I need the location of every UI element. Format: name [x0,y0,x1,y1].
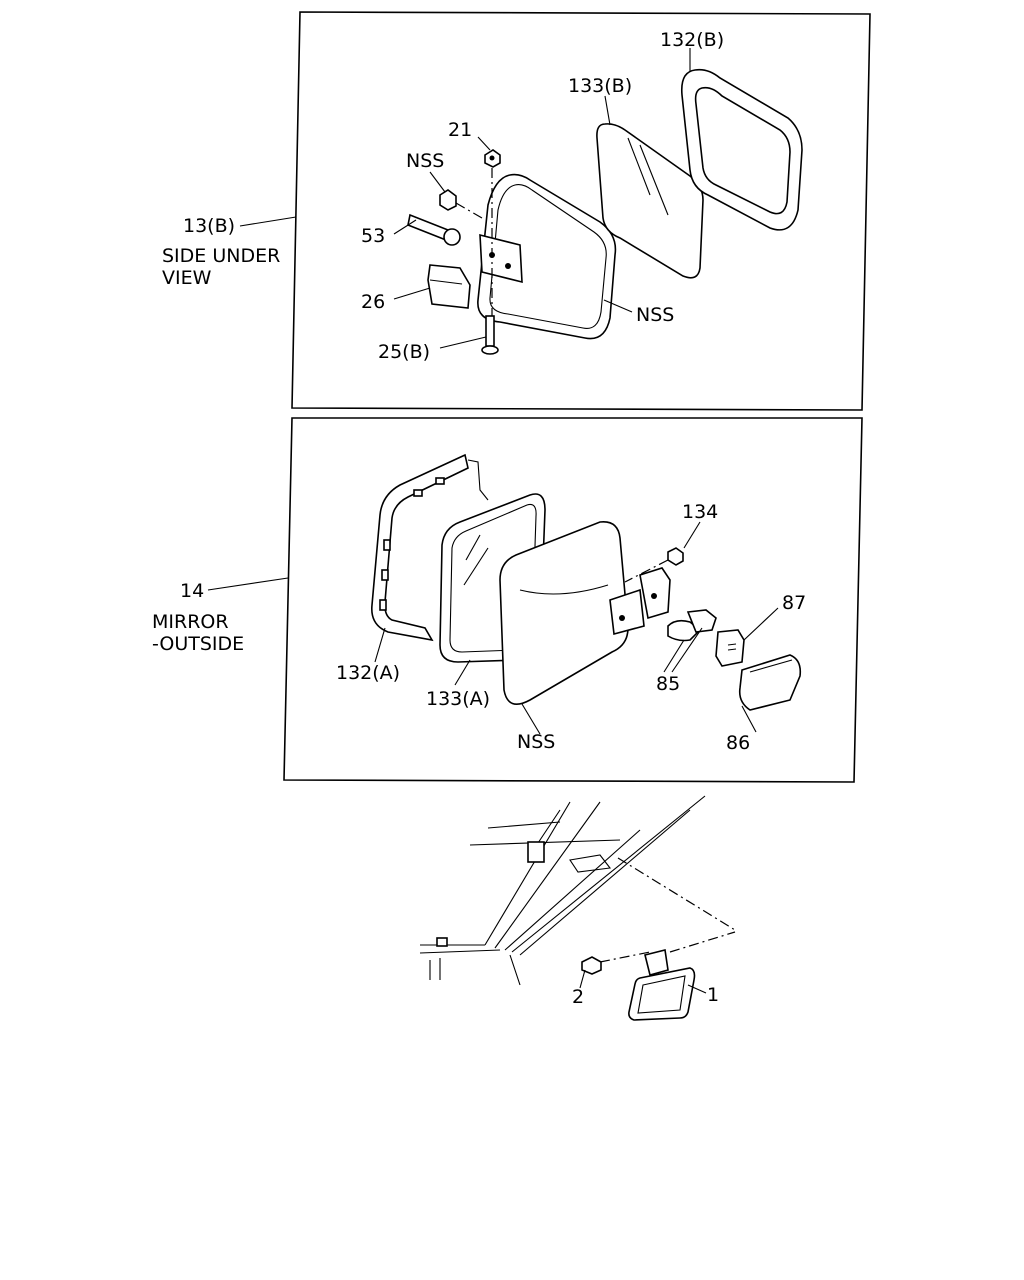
label-133a: 133(A) [426,688,490,710]
label-132b: 132(B) [660,29,724,51]
label-134: 134 [682,501,718,523]
label-133b: 133(B) [568,75,632,97]
caption-side-under: SIDE UNDER [162,245,280,267]
leaders-b [239,48,691,349]
label-14: 14 [180,580,204,602]
label-26: 26 [361,291,385,313]
mirror-housing-b [477,173,617,340]
cab-structure [419,795,706,986]
label-13b: 13(B) [183,215,235,237]
panel-a-frame [283,417,863,783]
screw-nss [439,189,483,219]
label-87: 87 [782,592,806,614]
mirror-housing-a [499,521,629,706]
caption-view: VIEW [162,267,212,289]
label-25b: 25(B) [378,341,430,363]
caption-outside: -OUTSIDE [152,633,244,655]
mirror-frame-132a [371,453,489,642]
panel-side-under-view: 13(B) SIDE UNDER VIEW 21 NSS 53 26 25(B)… [162,11,871,411]
mirror-frame-132b [680,68,803,231]
mirror-hinge-a [609,567,671,636]
pin-53 [407,213,461,246]
screw-134 [624,547,684,583]
label-nss-housing: NSS [636,304,674,326]
label-85: 85 [656,673,680,695]
mirror-bracket-b [479,233,523,284]
bolt-25b [481,315,499,355]
panel-mirror-outside: 14 MIRROR -OUTSIDE 134 87 85 86 132(A) 1… [152,417,863,783]
cap-86 [738,654,802,711]
leaders-a [207,521,779,735]
rearview-mirror-1 [628,949,696,1021]
mirror-glass-133b [596,123,704,279]
label-nss-housing-a: NSS [517,731,555,753]
label-21: 21 [448,119,472,141]
label-86: 86 [726,732,750,754]
caption-mirror: MIRROR [152,611,229,633]
screw-2 [581,956,602,975]
label-53: 53 [361,225,385,247]
nut-21 [484,149,501,330]
interior-mirror-detail: 2 1 [419,795,736,1021]
cover-87 [715,629,745,667]
cover-26 [427,264,471,309]
panel-b-frame [291,11,871,411]
label-1: 1 [707,984,719,1006]
label-2: 2 [572,986,584,1008]
clip-85 [667,609,717,642]
label-132a: 132(A) [336,662,400,684]
label-nss-screw: NSS [406,150,444,172]
